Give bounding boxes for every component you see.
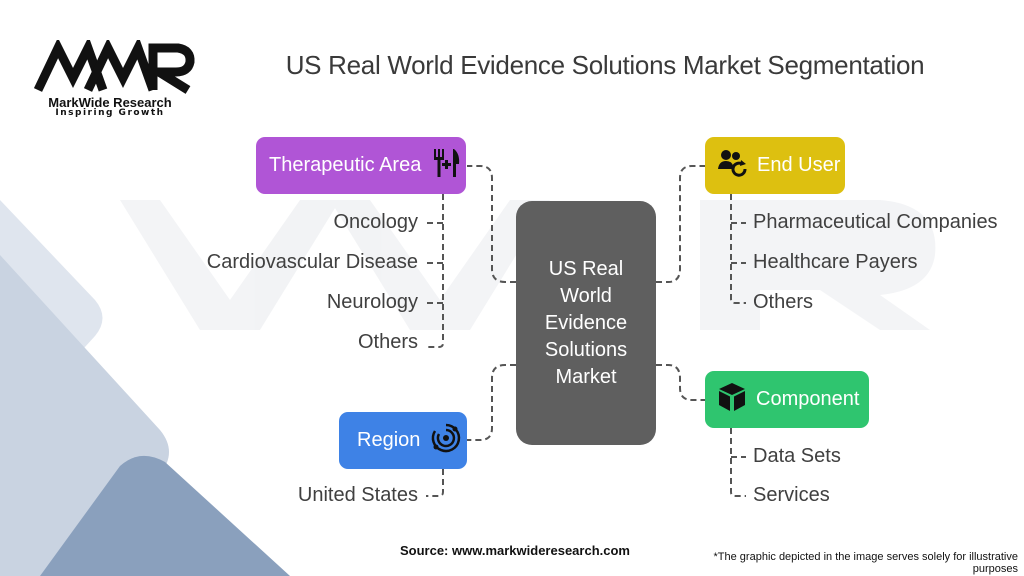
brand-tagline: Inspiring Growth [55,108,165,118]
center-node: US Real World Evidence Solutions Market [516,201,656,445]
disclaimer-note: *The graphic depicted in the image serve… [713,551,1018,575]
list-item: Pharmaceutical Companies [753,211,998,233]
source-credit: Source: www.markwideresearch.com [399,543,630,558]
category-label: Therapeutic Area [269,154,422,176]
list-item: Oncology [333,211,419,233]
category-label: Component [756,388,860,410]
list-item: Neurology [326,291,418,313]
target-swirl-icon [430,422,462,460]
category-component: Component [705,371,869,428]
list-item: Others [753,291,814,313]
list-item: Others [357,331,418,353]
brand-logo-mark [33,40,195,94]
center-label: US Real World Evidence Solutions Market [544,257,628,388]
category-region: Region [339,412,467,469]
fork-knife-plus-icon [431,146,465,186]
list-item: Healthcare Payers [753,251,918,273]
list-item: United States [297,484,418,506]
category-therapeutic-area: Therapeutic Area [256,137,466,194]
list-item: Cardiovascular Disease [206,251,418,273]
category-end-user: End User [705,137,845,194]
page-title: US Real World Evidence Solutions Market … [285,50,925,80]
list-item: Data Sets [753,445,841,467]
user-refresh-icon [717,147,749,185]
list-item: Services [753,484,830,506]
cube-icon [717,381,747,419]
category-label: End User [757,154,841,176]
category-label: Region [357,429,421,451]
brand-name: MarkWide Research [48,95,172,110]
